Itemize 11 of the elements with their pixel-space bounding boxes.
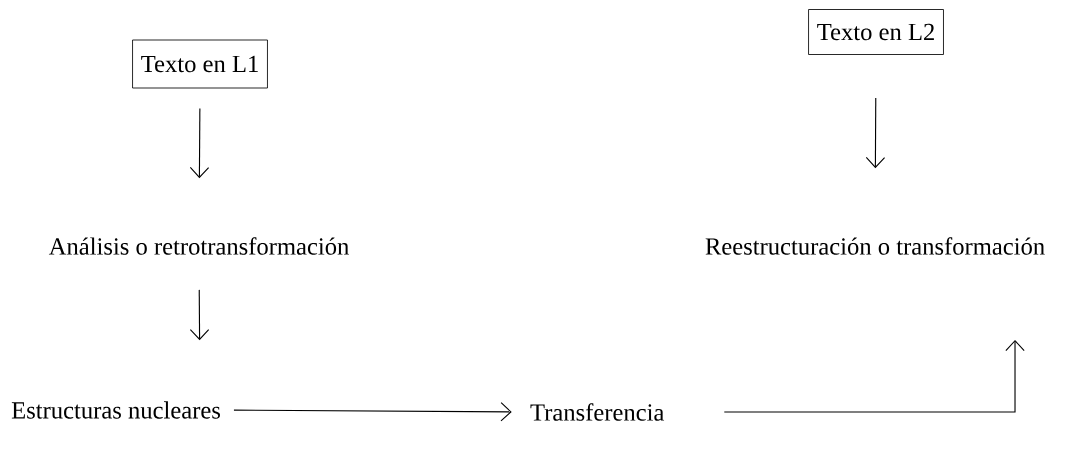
arrow: [865, 97, 886, 169]
arrow: [233, 402, 512, 422]
text-label: Análisis o retrotransformación: [48, 237, 349, 255]
text-box: Texto en L2: [808, 9, 944, 55]
text-label: Transferencia: [530, 403, 665, 421]
text-label: Reestructuración o transformación: [705, 237, 1045, 255]
arrow: [189, 289, 210, 341]
arrow: [189, 107, 210, 179]
text-box: Texto en L1: [132, 39, 268, 89]
arrow: [723, 339, 1025, 413]
text-label: Estructuras nucleares: [11, 401, 220, 419]
